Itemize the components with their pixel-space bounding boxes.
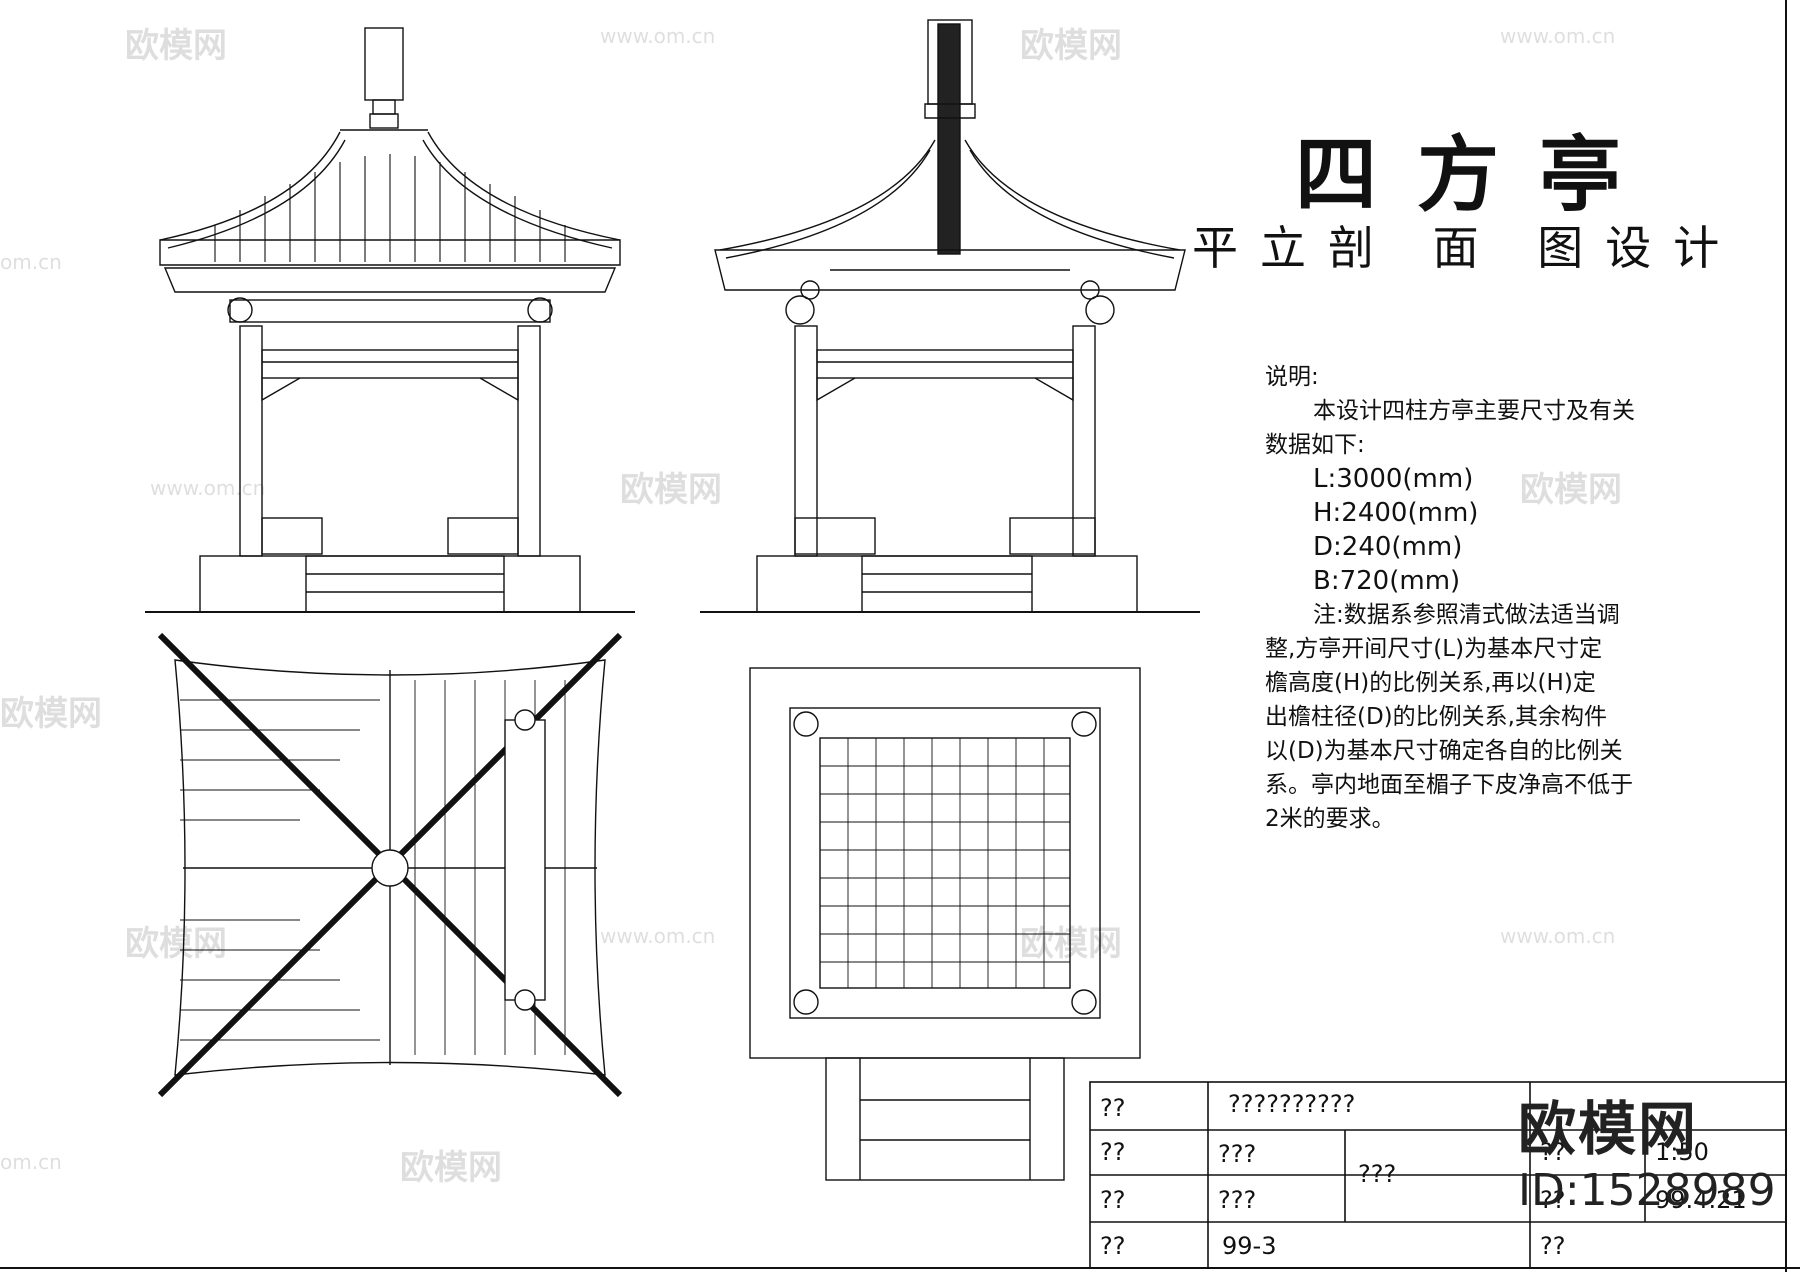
tb-date: 99.4.21 bbox=[1655, 1186, 1747, 1214]
tb-label: ?? bbox=[1540, 1138, 1566, 1166]
watermark-brand: 欧模网 bbox=[400, 1148, 502, 1188]
dimension-h: H:2400(mm) bbox=[1313, 498, 1479, 528]
section-elevation bbox=[700, 19, 1200, 613]
notes-remark: 系。亭内地面至楣子下皮净高不低于 bbox=[1265, 772, 1633, 798]
notes-remark: 整,方亭开间尺寸(L)为基本尺寸定 bbox=[1265, 636, 1603, 662]
watermark-url: www.om.cn bbox=[1500, 24, 1616, 48]
notes-intro: 数据如下: bbox=[1265, 432, 1365, 458]
tb-label: ?? bbox=[1100, 1232, 1126, 1260]
floor-plan bbox=[749, 667, 1141, 1181]
tb-value: ??? bbox=[1218, 1186, 1257, 1214]
title-block bbox=[1089, 1081, 1787, 1269]
watermark-url: om.cn bbox=[0, 1150, 62, 1174]
tb-scale: 1:50 bbox=[1655, 1138, 1709, 1166]
tb-unit: ??? bbox=[1358, 1160, 1397, 1188]
dimension-b: B:720(mm) bbox=[1313, 566, 1461, 596]
tb-label: ?? bbox=[1100, 1094, 1126, 1122]
front-elevation bbox=[145, 27, 635, 613]
tb-label: ?? bbox=[1100, 1186, 1126, 1214]
model-id: ID:1528989 bbox=[1518, 1165, 1776, 1216]
watermark-url: www.om.cn bbox=[1500, 924, 1616, 948]
watermark-brand: 欧模网 bbox=[1520, 470, 1622, 510]
watermark-url: www.om.cn bbox=[600, 924, 716, 948]
drawing-title: 四方亭 bbox=[1295, 128, 1662, 223]
watermark-brand: 欧模网 bbox=[125, 26, 227, 66]
watermark-url: om.cn bbox=[0, 250, 62, 274]
drawing-subtitle: 平立剖 面 图设计 bbox=[1192, 221, 1742, 275]
notes-heading: 说明: bbox=[1265, 364, 1319, 390]
tb-project-name: ?????????? bbox=[1228, 1090, 1356, 1118]
notes-remark: 檐高度(H)的比例关系,再以(H)定 bbox=[1265, 670, 1596, 696]
notes-intro: 本设计四柱方亭主要尺寸及有关 bbox=[1313, 398, 1635, 424]
tb-label: ?? bbox=[1540, 1232, 1566, 1260]
dimension-l: L:3000(mm) bbox=[1313, 464, 1474, 494]
design-notes: 说明: 本设计四柱方亭主要尺寸及有关 数据如下: L:3000(mm) H:24… bbox=[1265, 360, 1685, 836]
site-logo: 欧模网 bbox=[1518, 1095, 1699, 1163]
watermark-brand: 欧模网 bbox=[0, 694, 102, 734]
watermark-brand: 欧模网 bbox=[1020, 924, 1122, 964]
tb-drawing-number: 99-3 bbox=[1222, 1232, 1277, 1260]
watermark-url: www.om.cn bbox=[600, 24, 716, 48]
watermark-brand: 欧模网 bbox=[620, 470, 722, 510]
watermark-url: www.om.cn bbox=[150, 476, 266, 500]
notes-remark: 2米的要求。 bbox=[1265, 806, 1395, 832]
notes-remark: 注:数据系参照清式做法适当调 bbox=[1313, 602, 1620, 628]
watermark-brand: 欧模网 bbox=[125, 924, 227, 964]
dimension-d: D:240(mm) bbox=[1313, 532, 1463, 562]
tb-label: ?? bbox=[1540, 1186, 1566, 1214]
tb-label: ?? bbox=[1100, 1138, 1126, 1166]
roof-plan bbox=[157, 632, 623, 1098]
notes-remark: 出檐柱径(D)的比例关系,其余构件 bbox=[1265, 704, 1607, 730]
notes-remark: 以(D)为基本尺寸确定各自的比例关 bbox=[1265, 738, 1623, 764]
watermark-brand: 欧模网 bbox=[1020, 26, 1122, 66]
tb-value: ??? bbox=[1218, 1140, 1257, 1168]
